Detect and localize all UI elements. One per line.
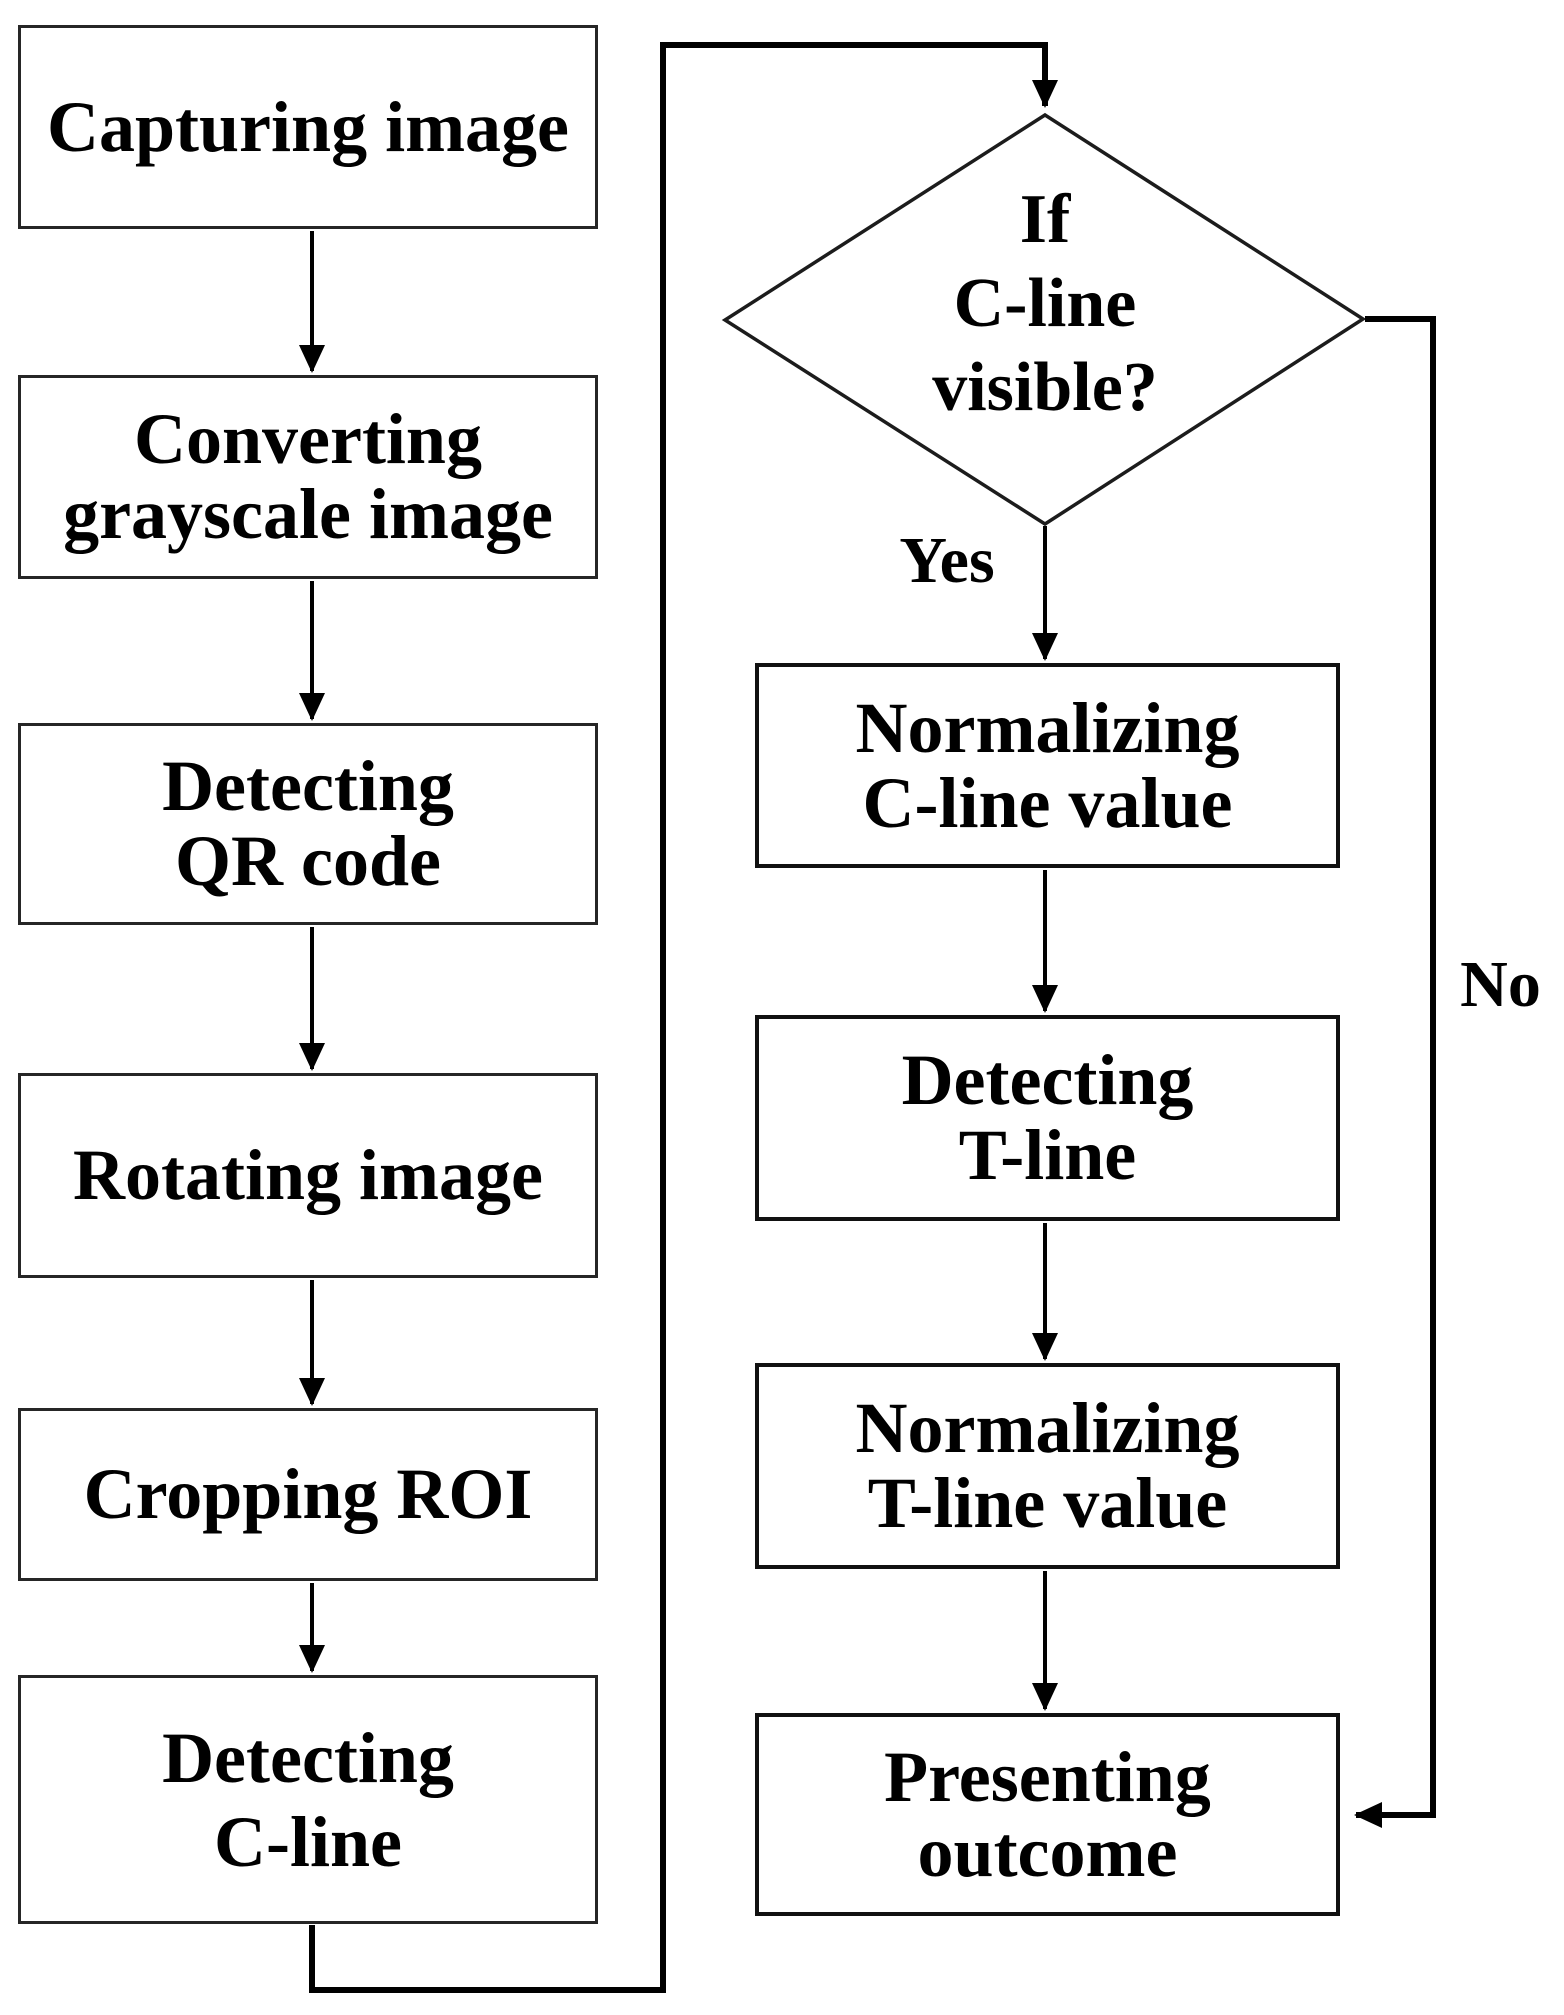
branch-label-no: No — [1460, 948, 1541, 1021]
step-label: T-line value — [867, 1463, 1228, 1543]
step-label: QR code — [175, 821, 441, 901]
branch-label-yes: Yes — [899, 524, 995, 597]
step-label: Normalizing — [855, 687, 1240, 768]
decision-label: visible? — [932, 349, 1158, 426]
step-cropping-roi: Cropping ROI — [18, 1408, 598, 1581]
step-detecting-c-line: Detecting C-line — [18, 1675, 598, 1924]
decision-label: If — [1019, 181, 1071, 258]
decision-diamond-shape — [721, 112, 1367, 527]
step-normalizing-t-line-value: Normalizing T-line value — [755, 1363, 1340, 1569]
step-label: T-line — [958, 1115, 1137, 1195]
decision-if-c-line-visible: If C-line visible? — [795, 178, 1295, 430]
step-rotating-image: Rotating image — [18, 1073, 598, 1278]
step-label: grayscale image — [63, 474, 553, 554]
step-label: C-line — [214, 1801, 402, 1882]
step-label: Rotating image — [73, 1135, 543, 1215]
step-label: Cropping ROI — [83, 1454, 533, 1534]
step-label: Detecting — [901, 1040, 1194, 1120]
step-capturing-image: Capturing image — [18, 25, 598, 229]
step-label: Converting — [134, 399, 482, 479]
decision-label: C-line — [953, 265, 1137, 342]
no-branch-to-presenting — [1354, 316, 1436, 1828]
step-label: Normalizing — [855, 1388, 1240, 1468]
step-normalizing-c-line-value: Normalizing C-line value — [755, 663, 1340, 868]
step-presenting-outcome: Presenting outcome — [755, 1713, 1340, 1916]
step-label: Detecting — [162, 746, 454, 826]
loop-cline-to-decision — [309, 42, 1058, 1993]
step-label: Presenting — [884, 1736, 1211, 1817]
step-converting-grayscale: Converting grayscale image — [18, 375, 598, 579]
step-detecting-t-line: Detecting T-line — [755, 1015, 1340, 1221]
step-label: outcome — [917, 1811, 1178, 1892]
step-label: Detecting — [162, 1717, 454, 1798]
step-label: Capturing image — [47, 86, 569, 167]
step-detecting-qr-code: Detecting QR code — [18, 723, 598, 925]
step-label: C-line value — [862, 762, 1233, 843]
